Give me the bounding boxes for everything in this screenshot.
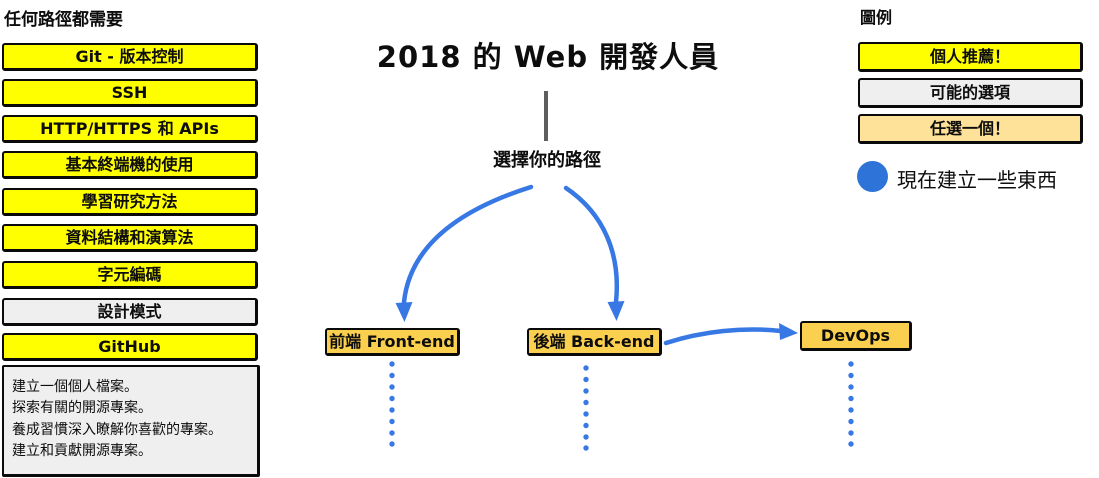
node-label: 字元編碼: [97, 264, 162, 284]
node-label: 後端 Back-end: [533, 331, 655, 351]
node-label: 設計模式: [97, 301, 162, 321]
node-http-apis: HTTP/HTTPS 和 APIs: [2, 115, 258, 143]
backend-continuation-dots: [583, 365, 589, 451]
choose-path-label: 選擇你的路徑: [493, 150, 601, 171]
build-something-label: 現在建立一些東西: [897, 168, 1057, 192]
arrow-backend-to-devops-icon: [663, 323, 798, 346]
node-backend: 後端 Back-end: [527, 328, 662, 356]
legend-label: 可能的選項: [929, 82, 1010, 102]
github-note: 建立一個個人檔案。: [12, 379, 138, 395]
node-research-method: 學習研究方法: [2, 188, 258, 216]
node-frontend: 前端 Front-end: [325, 328, 460, 356]
node-data-structures-algorithms: 資料結構和演算法: [2, 224, 258, 252]
node-terminal-usage: 基本終端機的使用: [2, 151, 258, 179]
frontend-continuation-dots: [389, 361, 395, 447]
github-notes-panel: 建立一個個人檔案。 探索有關的開源專案。 養成習慣深入瞭解你喜歡的專案。 建立和…: [2, 365, 260, 477]
node-devops: DevOps: [800, 321, 912, 351]
legend-item-recommended: 個人推薦！: [858, 42, 1083, 72]
blue-dot-icon: [857, 161, 888, 192]
node-label: 前端 Front-end: [329, 331, 455, 351]
arrow-to-frontend-icon: [395, 184, 534, 322]
arrow-to-backend-icon: [563, 185, 625, 321]
node-label: HTTP/HTTPS 和 APIs: [40, 118, 219, 138]
github-note: 養成習慣深入瞭解你喜歡的專案。: [12, 421, 222, 438]
page-title: 2018 的 Web 開發人員: [376, 40, 720, 74]
node-ssh: SSH: [2, 79, 258, 107]
node-label: DevOps: [820, 325, 891, 345]
legend-item-possible: 可能的選項: [858, 78, 1083, 108]
node-design-patterns: 設計模式: [2, 298, 258, 326]
devops-continuation-dots: [848, 361, 854, 447]
node-label: 學習研究方法: [81, 191, 178, 211]
node-label: Git - 版本控制: [75, 46, 184, 66]
node-label: 基本終端機的使用: [65, 154, 194, 174]
legend-item-either: 任選一個！: [858, 114, 1083, 144]
legend-label: 任選一個！: [929, 118, 1010, 138]
legend-label: 個人推薦！: [929, 46, 1010, 66]
node-character-encoding: 字元編碼: [2, 261, 258, 289]
node-git: Git - 版本控制: [2, 43, 258, 71]
left-column-title: 任何路徑都需要: [4, 10, 123, 30]
node-github: GitHub: [2, 333, 258, 361]
node-label: SSH: [111, 82, 148, 102]
github-note: 探索有關的開源專案。: [12, 400, 152, 417]
node-label: 資料結構和演算法: [65, 227, 194, 247]
node-label: GitHub: [98, 336, 161, 356]
github-note: 建立和貢獻開源專案。: [12, 442, 152, 459]
legend-title: 圖例: [860, 8, 893, 27]
